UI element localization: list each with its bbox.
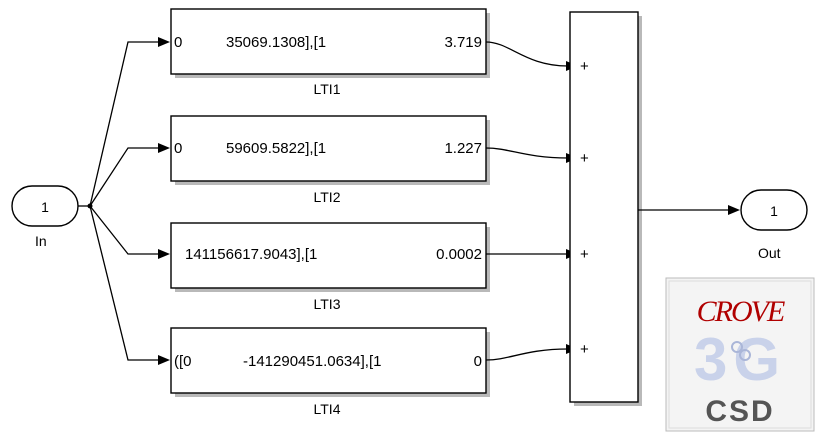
lti-block-3[interactable]: 141156617.9043],[1 0.0002 xyxy=(170,222,490,292)
sum-sign: + xyxy=(580,150,589,167)
arrow-head xyxy=(728,205,740,215)
sum-block[interactable]: + + + + xyxy=(569,11,642,406)
lti-text-mid: 141156617.9043],[1 xyxy=(185,246,317,263)
lti-block-2[interactable]: 0 59609.5822],[1 1.227 xyxy=(170,115,490,185)
lti-text-mid: 59609.5822],[1 xyxy=(226,140,326,157)
lti-text-left: 0 xyxy=(174,34,182,51)
lti-label: LTI2 xyxy=(314,189,341,205)
lti-text-right: 1.227 xyxy=(444,140,482,157)
lti-text-mid: 35069.1308],[1 xyxy=(226,34,326,51)
lti-label: LTI3 xyxy=(314,296,341,312)
arrow-head xyxy=(158,143,170,153)
lti-text-right: 0 xyxy=(474,353,482,370)
lti-text-left: ([0 xyxy=(174,353,192,370)
output-wires xyxy=(485,41,578,361)
watermark-top-text: CROVE xyxy=(697,295,785,328)
lti-text-right: 0.0002 xyxy=(436,246,482,263)
input-wires xyxy=(78,37,170,365)
lti-block-1[interactable]: 0 35069.1308],[1 3.719 xyxy=(170,8,490,78)
outport-block[interactable]: 1 xyxy=(740,189,808,231)
lti-block-4[interactable]: ([0 -141290451.0634],[1 0 xyxy=(170,327,490,397)
sum-output-wire xyxy=(638,205,740,215)
lti-text-right: 3.719 xyxy=(444,34,482,51)
inport-label: In xyxy=(35,233,47,249)
lti-text-mid: -141290451.0634],[1 xyxy=(243,353,381,370)
arrow-head xyxy=(158,355,170,365)
sum-sign: + xyxy=(580,58,589,75)
watermark-bottom-text: CSD xyxy=(705,395,774,428)
lti-label: LTI1 xyxy=(314,81,341,97)
outport-label: Out xyxy=(758,245,781,261)
lti-text-left: 0 xyxy=(174,140,182,157)
lti-label: LTI4 xyxy=(314,401,341,417)
watermark-logo: CROVE 3G CSD xyxy=(665,277,815,432)
watermark-middle-text: 3G xyxy=(694,326,786,393)
inport-number: 1 xyxy=(41,199,49,215)
arrow-head xyxy=(158,249,170,259)
sum-sign: + xyxy=(580,341,589,358)
link-icon xyxy=(731,341,751,361)
arrow-head xyxy=(158,37,170,47)
inport-block[interactable]: 1 xyxy=(11,185,79,227)
outport-number: 1 xyxy=(770,203,778,219)
sum-sign: + xyxy=(580,246,589,263)
